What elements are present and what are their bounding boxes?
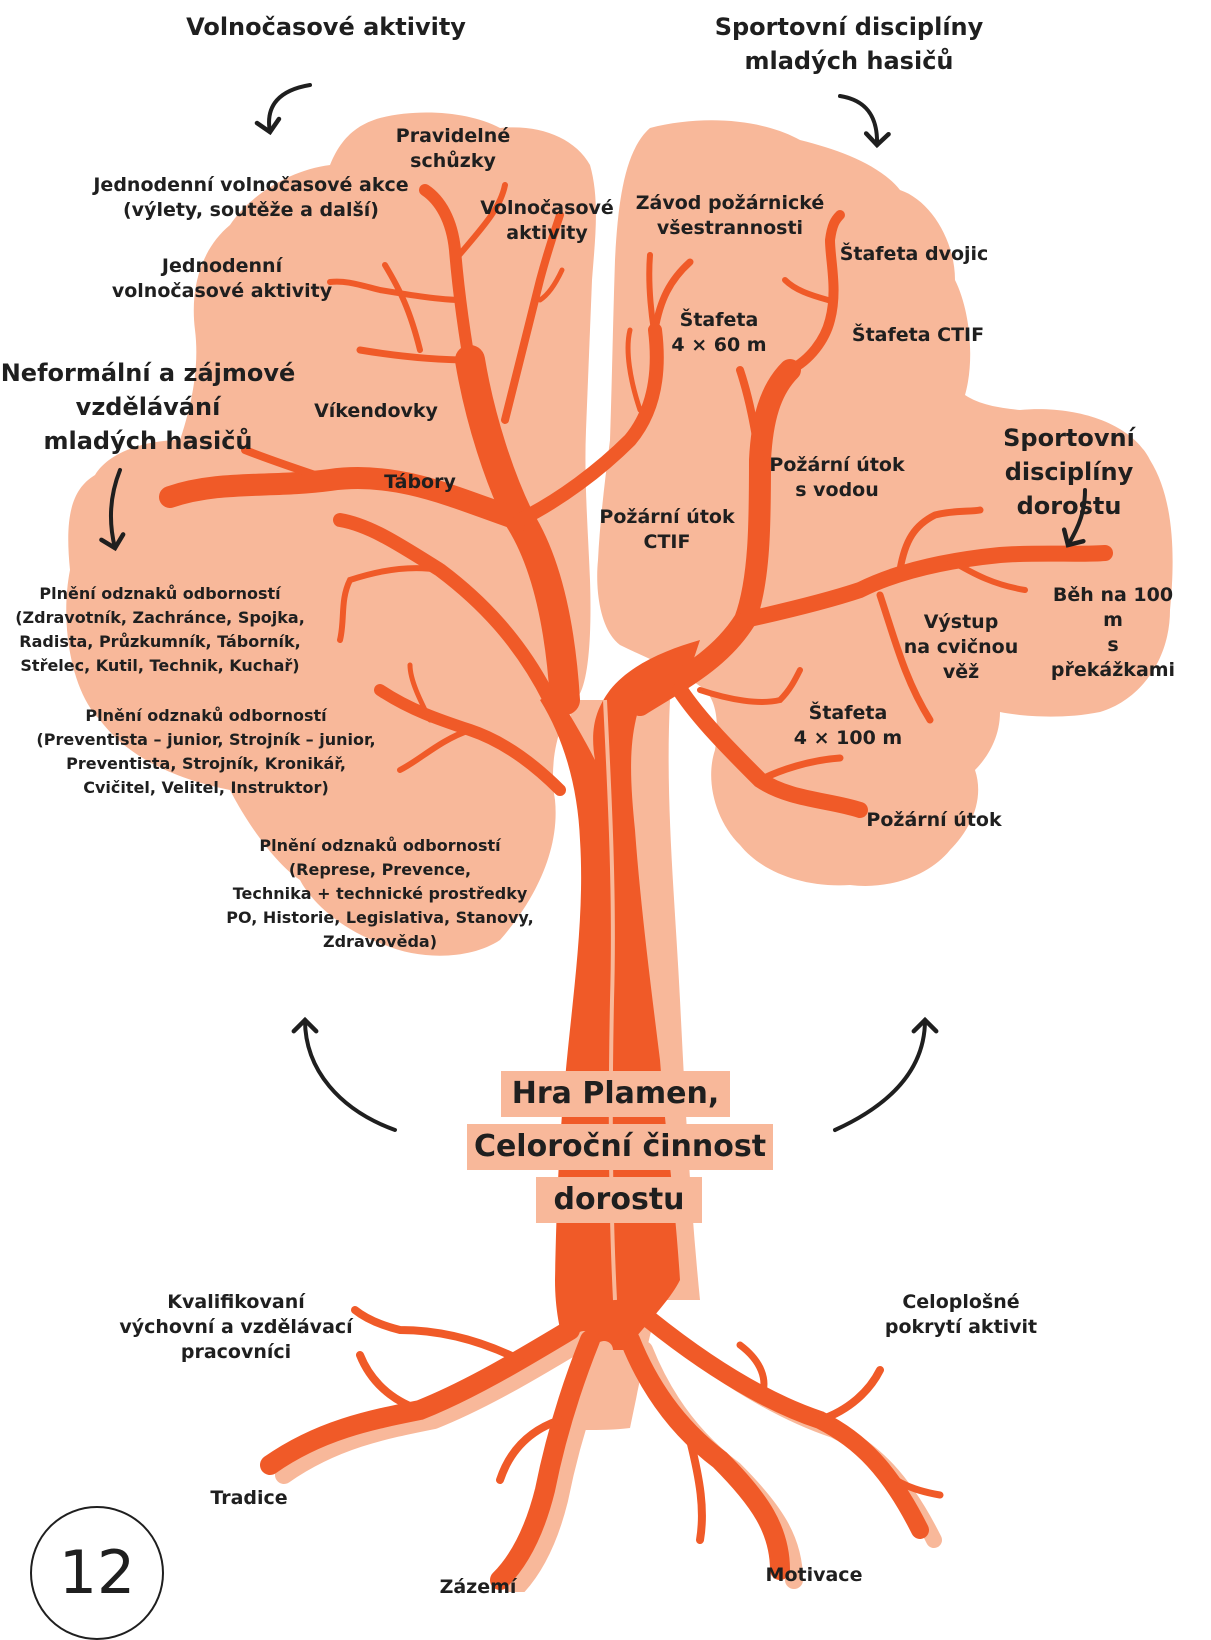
- leaf-attack-water: Požární útok s vodou: [769, 454, 905, 501]
- tree-illustration: [66, 83, 1173, 1592]
- trunk-title-line-2: Celoroční činnost: [467, 1124, 773, 1170]
- leaf-run-100: Běh na 100 m s překážkami: [1050, 584, 1176, 681]
- leaf-all-round: Závod požárnické všestrannosti: [635, 192, 825, 239]
- leaf-relay-ctif: Štafeta CTIF: [851, 324, 985, 346]
- leaf-day-leisure: Jednodenní volnočasové aktivity: [111, 255, 333, 302]
- leaf-weekends: Víkendovky: [314, 400, 438, 422]
- leaf-relay-4x60: Štafeta 4 × 60 m: [671, 309, 767, 356]
- root-motivation: Motivace: [765, 1564, 863, 1586]
- leaf-badges-3: Plnění odznaků odborností (Represe, Prev…: [226, 836, 534, 951]
- leaf-leisure-activities: Volnočasové aktivity: [480, 197, 614, 244]
- page-number-badge: 12: [30, 1506, 164, 1640]
- leaf-day-events: Jednodenní volnočasové akce (výlety, sou…: [93, 174, 409, 221]
- leaf-fire-attack: Požární útok: [866, 809, 1002, 831]
- leaf-regular-meetings: Pravidelné schůzky: [395, 125, 511, 172]
- right-canopy: [597, 120, 1173, 886]
- trunk-title-line-3: dorostu: [536, 1177, 702, 1223]
- root-tradition: Tradice: [210, 1487, 288, 1509]
- leaf-badges-1: Plnění odznaků odborností (Zdravotník, Z…: [15, 584, 305, 675]
- trunk: [540, 640, 700, 1350]
- heading-sport-young: Sportovní disciplíny mladých hasičů: [714, 13, 984, 75]
- heading-sport-youth: Sportovní disciplíny dorostu: [1003, 424, 1135, 520]
- leaf-tower: Výstup na cvičnou věž: [903, 611, 1019, 683]
- leaf-relay-4x100: Štafeta 4 × 100 m: [793, 702, 903, 749]
- leaf-camps: Tábory: [384, 471, 456, 493]
- root-facilities: Zázemí: [439, 1576, 517, 1598]
- heading-leisure: Volnočasové aktivity: [186, 13, 466, 41]
- leaf-relay-pairs: Štafeta dvojic: [839, 243, 989, 265]
- trunk-title-line-1: Hra Plamen,: [501, 1071, 730, 1117]
- page-number: 12: [58, 1538, 136, 1608]
- root-qualified: Kvalifikovaní výchovní a vzdělávací prac…: [119, 1291, 353, 1363]
- heading-education: Neformální a zájmové vzdělávání mladých …: [0, 359, 296, 455]
- leaf-badges-2: Plnění odznaků odborností (Preventista –…: [36, 706, 376, 797]
- leaf-attack-ctif: Požární útok CTIF: [599, 506, 735, 553]
- root-coverage: Celoplošné pokrytí aktivit: [884, 1291, 1038, 1338]
